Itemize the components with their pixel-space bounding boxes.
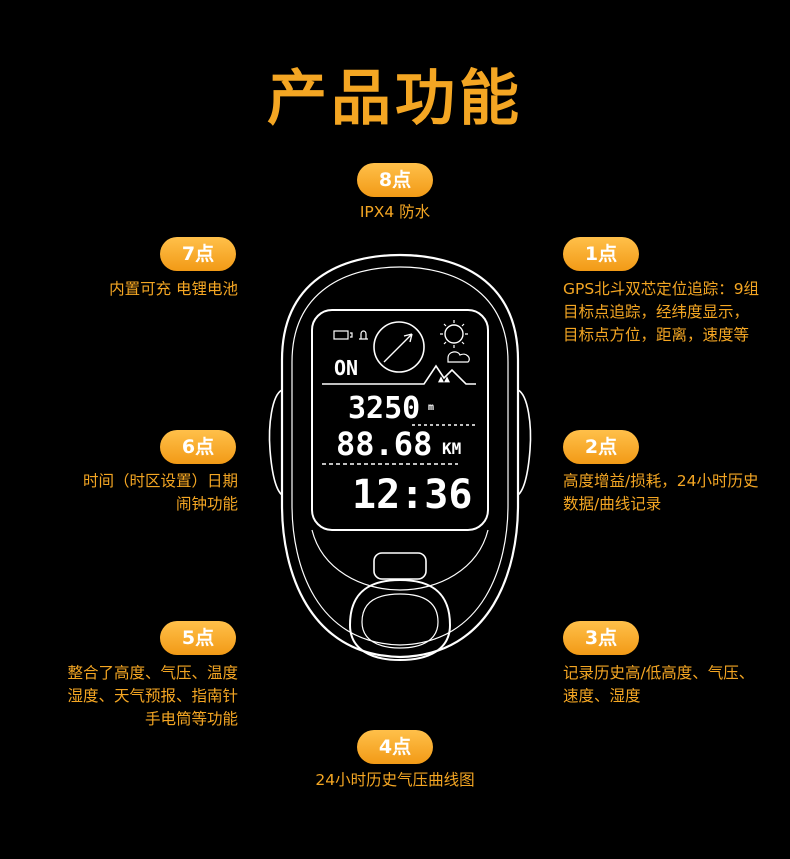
feature-desc-line: IPX4 防水 (359, 203, 431, 221)
feature-desc-line: 目标点方位，距离，速度等 (563, 326, 750, 344)
feature-badge-8: 8点 (357, 163, 433, 197)
display-distance-unit: KM (442, 439, 461, 458)
feature-badge-1: 1点 (563, 237, 639, 271)
feature-badge-3: 3点 (563, 621, 639, 655)
feature-desc-5: 整合了高度、气压、温度 湿度、天气预报、指南针 手电筒等功能 (20, 662, 238, 731)
feature-desc-line: 数据/曲线记录 (563, 495, 662, 513)
feature-desc-line: 内置可充 电锂电池 (109, 280, 238, 298)
feature-desc-line: 手电筒等功能 (144, 710, 238, 728)
display-time: 12:36 (352, 472, 472, 518)
display-altitude-unit: m (428, 402, 434, 413)
feature-desc-line: GPS北斗双芯定位追踪：9组 (563, 280, 760, 298)
feature-desc-6: 时间（时区设置）日期 闹钟功能 (20, 470, 238, 516)
feature-desc-line: 时间（时区设置）日期 (82, 472, 238, 490)
feature-badge-4: 4点 (357, 730, 433, 764)
feature-desc-line: 整合了高度、气压、温度 (67, 664, 238, 682)
feature-desc-line: 湿度、天气预报、指南针 (67, 687, 238, 705)
feature-desc-3: 记录历史高/低高度、气压、 速度、湿度 (563, 662, 788, 708)
display-status: ON (334, 356, 358, 380)
display-distance: 88.68 (336, 425, 432, 463)
display-graph-label: ▲▲ (438, 374, 450, 385)
feature-desc-2: 高度增益/损耗，24小时历史 数据/曲线记录 (563, 470, 788, 516)
display-altitude: 3250 (348, 391, 420, 426)
feature-desc-line: 闹钟功能 (175, 495, 238, 513)
feature-desc-line: 目标点追踪，经纬度显示， (563, 303, 750, 321)
feature-desc-1: GPS北斗双芯定位追踪：9组 目标点追踪，经纬度显示， 目标点方位，距离，速度等 (563, 278, 788, 347)
page-title: 产品功能 (267, 64, 523, 134)
feature-desc-line: 高度增益/损耗，24小时历史 (563, 472, 759, 490)
feature-desc-line: 24小时历史气压曲线图 (315, 771, 475, 789)
device-illustration: ON ▲▲ 3250 m 88.68 KM 12:36 (268, 253, 532, 662)
feature-desc-line: 速度、湿度 (563, 687, 641, 705)
feature-badge-6: 6点 (160, 430, 236, 464)
feature-desc-line: 记录历史高/低高度、气压、 (563, 664, 755, 682)
feature-badge-2: 2点 (563, 430, 639, 464)
feature-badge-5: 5点 (160, 621, 236, 655)
feature-desc-8: IPX4 防水 (245, 201, 545, 224)
feature-badge-7: 7点 (160, 237, 236, 271)
feature-desc-4: 24小时历史气压曲线图 (245, 769, 545, 792)
feature-desc-7: 内置可充 电锂电池 (20, 278, 238, 301)
